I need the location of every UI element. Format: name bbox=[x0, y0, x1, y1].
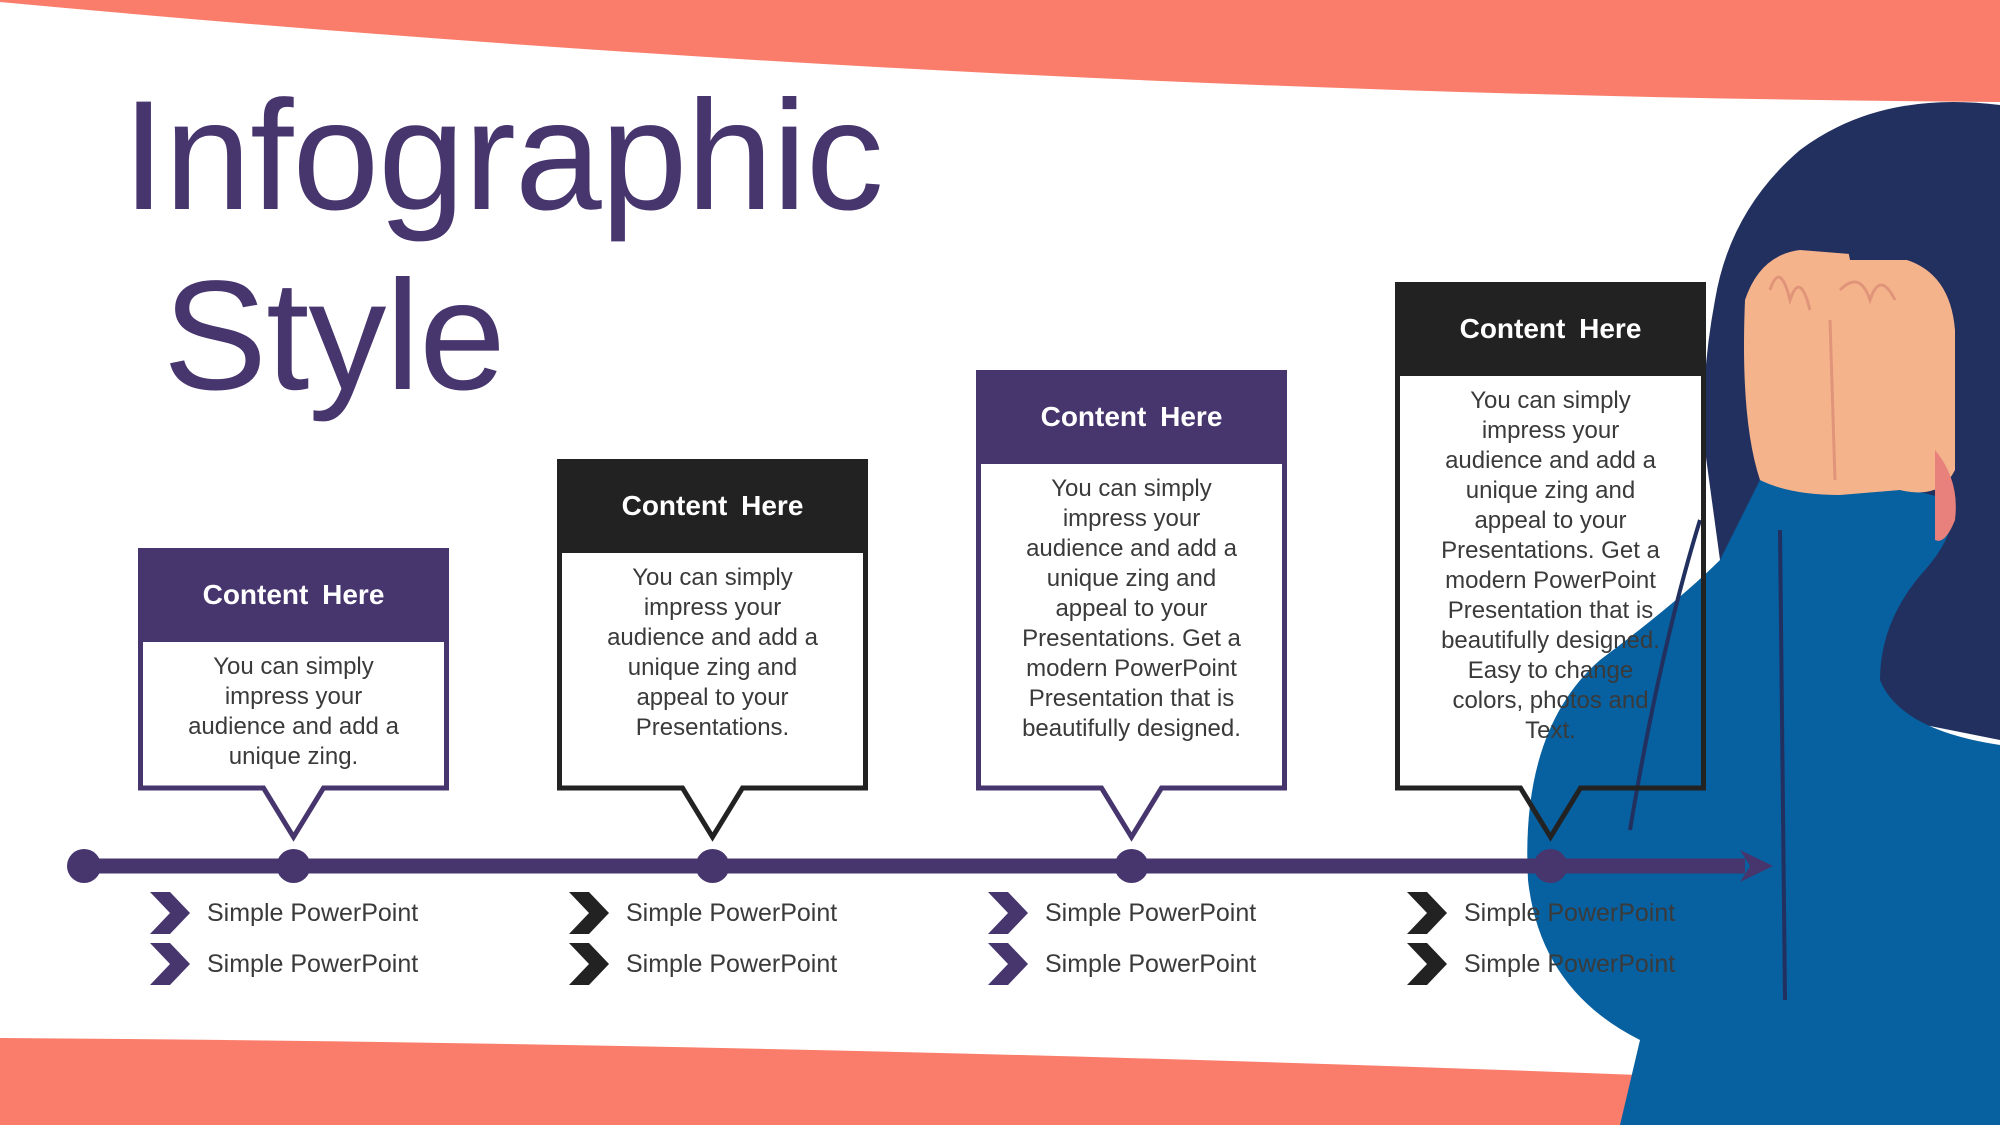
card-header-bar bbox=[976, 370, 1287, 464]
finger-lines bbox=[1768, 275, 1897, 481]
card-4-heading: Content Here bbox=[1459, 313, 1642, 344]
chevron-right-icon bbox=[1407, 892, 1447, 934]
bottom-salmon-band bbox=[0, 1038, 2000, 1125]
chevron-right-icon bbox=[1407, 943, 1447, 985]
bullet-text: Simple PowerPoint bbox=[207, 898, 419, 927]
chevron-right-icon bbox=[569, 892, 609, 934]
chevron-right-icon bbox=[150, 892, 190, 934]
card-2-body: You can simply impress your audience and… bbox=[607, 564, 818, 741]
timeline-milestone-dot bbox=[276, 849, 311, 883]
bullet-text: Simple PowerPoint bbox=[626, 949, 838, 978]
ear bbox=[1935, 450, 1956, 541]
card-2-heading: Content Here bbox=[621, 490, 804, 521]
bullet-item: Simple PowerPoint bbox=[567, 943, 838, 985]
timeline-milestone-dot bbox=[1114, 849, 1149, 883]
bullet-item: Simple PowerPoint bbox=[986, 943, 1257, 985]
card-outline-with-pointer bbox=[976, 370, 1287, 842]
card-3-heading: Content Here bbox=[1040, 401, 1223, 432]
title-line-1: Infographic bbox=[122, 69, 884, 243]
card-outline-with-pointer bbox=[557, 459, 868, 842]
card-outline-with-pointer bbox=[1395, 282, 1706, 842]
card-1-heading: Content Here bbox=[202, 579, 385, 610]
bullet-text: Simple PowerPoint bbox=[1464, 898, 1676, 927]
chevron-right-icon bbox=[569, 943, 609, 985]
card-header-bar bbox=[138, 548, 449, 642]
bullet-item: Simple PowerPoint bbox=[148, 943, 419, 985]
bullet-item: Simple PowerPoint bbox=[986, 892, 1257, 934]
bullet-text: Simple PowerPoint bbox=[1045, 949, 1257, 978]
card-3-body: You can simply impress your audience and… bbox=[1022, 475, 1241, 742]
card-4-body: You can simply impress your audience and… bbox=[1441, 387, 1660, 744]
card-outline-with-pointer bbox=[138, 548, 449, 842]
sweater-fold bbox=[1628, 519, 1787, 1001]
title-line-2: Style bbox=[163, 249, 506, 423]
card-1-body: You can simply impress your audience and… bbox=[188, 653, 399, 770]
bullet-text: Simple PowerPoint bbox=[1464, 949, 1676, 978]
bullet-text: Simple PowerPoint bbox=[207, 949, 419, 978]
sweater bbox=[1527, 470, 2000, 1125]
skin-hands bbox=[1744, 250, 1955, 495]
timeline-milestone-dot bbox=[1533, 849, 1568, 883]
bullet-item: Simple PowerPoint bbox=[1405, 943, 1676, 985]
bullet-text: Simple PowerPoint bbox=[626, 898, 838, 927]
top-salmon-band bbox=[0, 0, 2000, 102]
chevron-right-icon bbox=[988, 892, 1028, 934]
chevron-right-icon bbox=[150, 943, 190, 985]
bullet-item: Simple PowerPoint bbox=[1405, 892, 1676, 934]
card-header-bar bbox=[1395, 282, 1706, 376]
card-header-bar bbox=[557, 459, 868, 553]
timeline-arrowhead bbox=[1740, 850, 1773, 882]
timeline-milestone-dot bbox=[695, 849, 730, 883]
chevron-right-icon bbox=[988, 943, 1028, 985]
timeline-start-dot bbox=[67, 849, 101, 883]
bullet-text: Simple PowerPoint bbox=[1045, 898, 1257, 927]
bullet-item: Simple PowerPoint bbox=[148, 892, 419, 934]
hair-strand bbox=[1845, 210, 1910, 260]
bullet-item: Simple PowerPoint bbox=[567, 892, 838, 934]
